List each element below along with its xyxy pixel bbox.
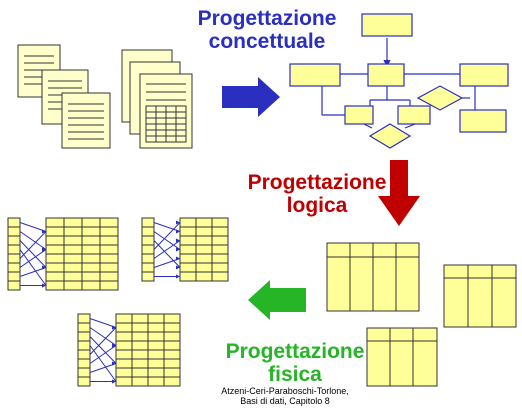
physical-schema [7,217,229,387]
conceptual-phase-label: Progettazione concettuale [192,7,342,53]
entity-box [459,109,507,133]
form-document-icon [121,49,193,149]
relationship-diamond [368,123,412,149]
logical-phase-label: Progettazione logica [242,171,392,217]
entity-box [344,105,374,125]
logical-label-line2: logica [286,193,348,217]
logical-label-line1: Progettazione [247,171,387,194]
physical-label-line1: Progettazione [225,340,365,363]
physical-phase-label: Progettazione fisica [220,340,370,386]
caption-line1: Atzeni-Ceri-Paraboschi-Torlone, [221,386,349,396]
conceptual-label-line2: concettuale [208,29,326,53]
physical-table-block [77,313,181,387]
entity-box [361,13,413,37]
conceptual-label-line1: Progettazione [197,7,337,30]
requirements-documents [17,44,193,149]
caption-line2: Basi di dati, Capitolo 8 [240,396,330,407]
relation-table [366,327,438,387]
conceptual-schema [289,13,509,149]
entity-box [289,63,341,87]
entity-box [459,63,509,87]
green-arrow-icon [248,280,306,320]
red-arrow-icon [378,160,420,226]
blue-arrow-icon [222,77,280,117]
physical-table-block [7,217,119,291]
entity-box [367,63,405,87]
physical-label-line2: fisica [268,362,322,386]
source-caption: Atzeni-Ceri-Paraboschi-Torlone, Basi di … [200,386,370,407]
relationship-diamond [416,85,464,111]
relation-table [443,264,517,328]
entity-box [397,105,431,125]
text-document-icon [61,92,111,149]
relation-table [326,242,420,312]
physical-table-block [141,217,229,282]
logical-schema [326,242,517,387]
